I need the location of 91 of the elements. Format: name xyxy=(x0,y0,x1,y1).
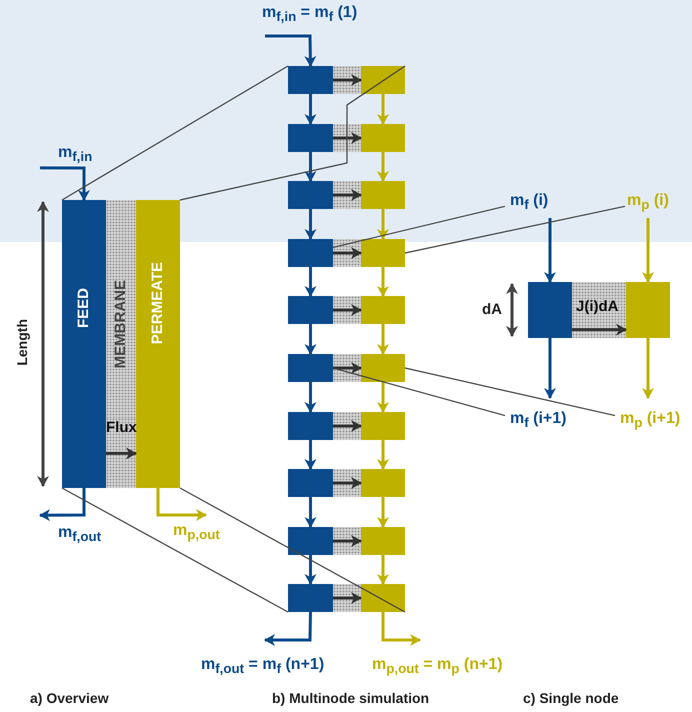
permeate-cell xyxy=(361,124,405,152)
projection-line xyxy=(180,487,406,613)
stream-label: m$_{f,out}$ xyxy=(40,512,115,544)
flow-arrow xyxy=(333,132,362,144)
flow-arrow xyxy=(304,497,316,528)
flow-arrow xyxy=(333,420,362,432)
permeate-cell xyxy=(361,412,405,440)
stream-label: m$_{f,out}$ = m$_{f}$ (n+1) xyxy=(195,636,345,676)
permeate-cell xyxy=(361,181,405,209)
leader-line xyxy=(332,206,506,248)
feed-cell xyxy=(288,181,333,209)
permeate-cell xyxy=(361,584,405,612)
stream-label: m$_{f}$ (i) xyxy=(505,192,563,218)
flow-arrow xyxy=(544,338,556,399)
flow-arrow xyxy=(156,488,207,521)
permeate-cell xyxy=(361,354,405,382)
flow-arrow xyxy=(304,267,316,297)
stream-label: m$_{p}$ (i+1) xyxy=(615,398,692,430)
permeate-cell xyxy=(626,282,670,338)
panel-caption: a) Overview xyxy=(30,690,109,706)
flow-arrow xyxy=(264,612,312,646)
feed-cell xyxy=(288,239,333,267)
dimension-label: Length xyxy=(14,319,30,366)
feed-channel xyxy=(62,200,106,488)
feed-cell xyxy=(288,354,333,382)
flow-arrow xyxy=(333,189,362,201)
flow-arrow xyxy=(377,267,389,297)
panel-caption: b) Multinode simulation xyxy=(272,690,430,706)
channel-label: PERMEATE xyxy=(149,262,166,344)
flow-arrow xyxy=(333,304,362,316)
flow-arrow xyxy=(304,152,316,182)
flow-arrow xyxy=(333,74,362,86)
flow-arrow xyxy=(377,497,389,528)
channel-label: MEMBRANE xyxy=(112,280,129,368)
feed-cell xyxy=(288,66,333,94)
feed-cell xyxy=(288,296,333,324)
flow-arrow xyxy=(304,440,316,470)
flow-arrow xyxy=(333,477,362,489)
flow-arrow xyxy=(304,382,316,413)
flow-arrow xyxy=(377,440,389,470)
channel-label: FEED xyxy=(75,288,92,328)
flow-arrow xyxy=(39,488,86,522)
feed-cell xyxy=(528,282,572,338)
leader-line xyxy=(332,367,506,416)
leader-line xyxy=(404,367,616,416)
permeate-cell xyxy=(361,66,405,94)
flow-arrow xyxy=(304,555,316,585)
flow-arrow xyxy=(265,34,316,67)
flow-arrow xyxy=(106,447,137,460)
flow-arrow xyxy=(333,362,362,374)
flow-arrow xyxy=(642,338,654,399)
stream-label: m$_{f,in}$ xyxy=(40,144,102,170)
flow-arrow xyxy=(304,324,316,355)
stream-label: m$_{p,out}$ = m$_{p}$ (n+1) xyxy=(365,636,515,676)
feed-cell xyxy=(288,124,333,152)
panel-caption: c) Single node xyxy=(523,690,619,706)
flow-arrow xyxy=(40,166,90,201)
flow-arrow xyxy=(377,152,389,182)
flow-arrow xyxy=(304,94,316,125)
flow-arrow xyxy=(377,209,389,240)
permeate-cell xyxy=(361,239,405,267)
flow-arrow xyxy=(544,218,556,283)
stream-label: m$_{f,in}$ = m$_{f}$ (1) xyxy=(245,4,370,36)
flow-arrow xyxy=(377,382,389,413)
flow-arrow xyxy=(382,612,421,646)
permeate-cell xyxy=(361,527,405,555)
projection-line xyxy=(62,487,288,613)
feed-cell xyxy=(288,527,333,555)
flow-arrow xyxy=(304,209,316,240)
flow-arrow xyxy=(377,94,389,125)
leader-line xyxy=(404,206,626,254)
flow-arrow xyxy=(377,555,389,585)
stream-label: m$_{f}$ (i+1) xyxy=(505,398,585,430)
stream-label: m$_{p}$ (i) xyxy=(625,192,685,218)
flow-arrow xyxy=(642,218,654,283)
permeate-cell xyxy=(361,469,405,497)
flow-arrow xyxy=(572,324,627,336)
edge-label: J(i)dA xyxy=(576,298,618,315)
projection-line xyxy=(180,66,406,201)
feed-cell xyxy=(288,469,333,497)
projection-line xyxy=(62,65,288,201)
feed-cell xyxy=(288,584,333,612)
flow-arrow xyxy=(333,247,362,259)
flow-arrow xyxy=(377,324,389,355)
permeate-cell xyxy=(361,296,405,324)
membrane-layer xyxy=(106,200,136,418)
feed-cell xyxy=(288,412,333,440)
flow-arrow xyxy=(333,535,362,547)
dimension-label: dA xyxy=(482,301,502,318)
permeate-channel xyxy=(136,200,180,488)
flow-arrow xyxy=(333,592,362,604)
